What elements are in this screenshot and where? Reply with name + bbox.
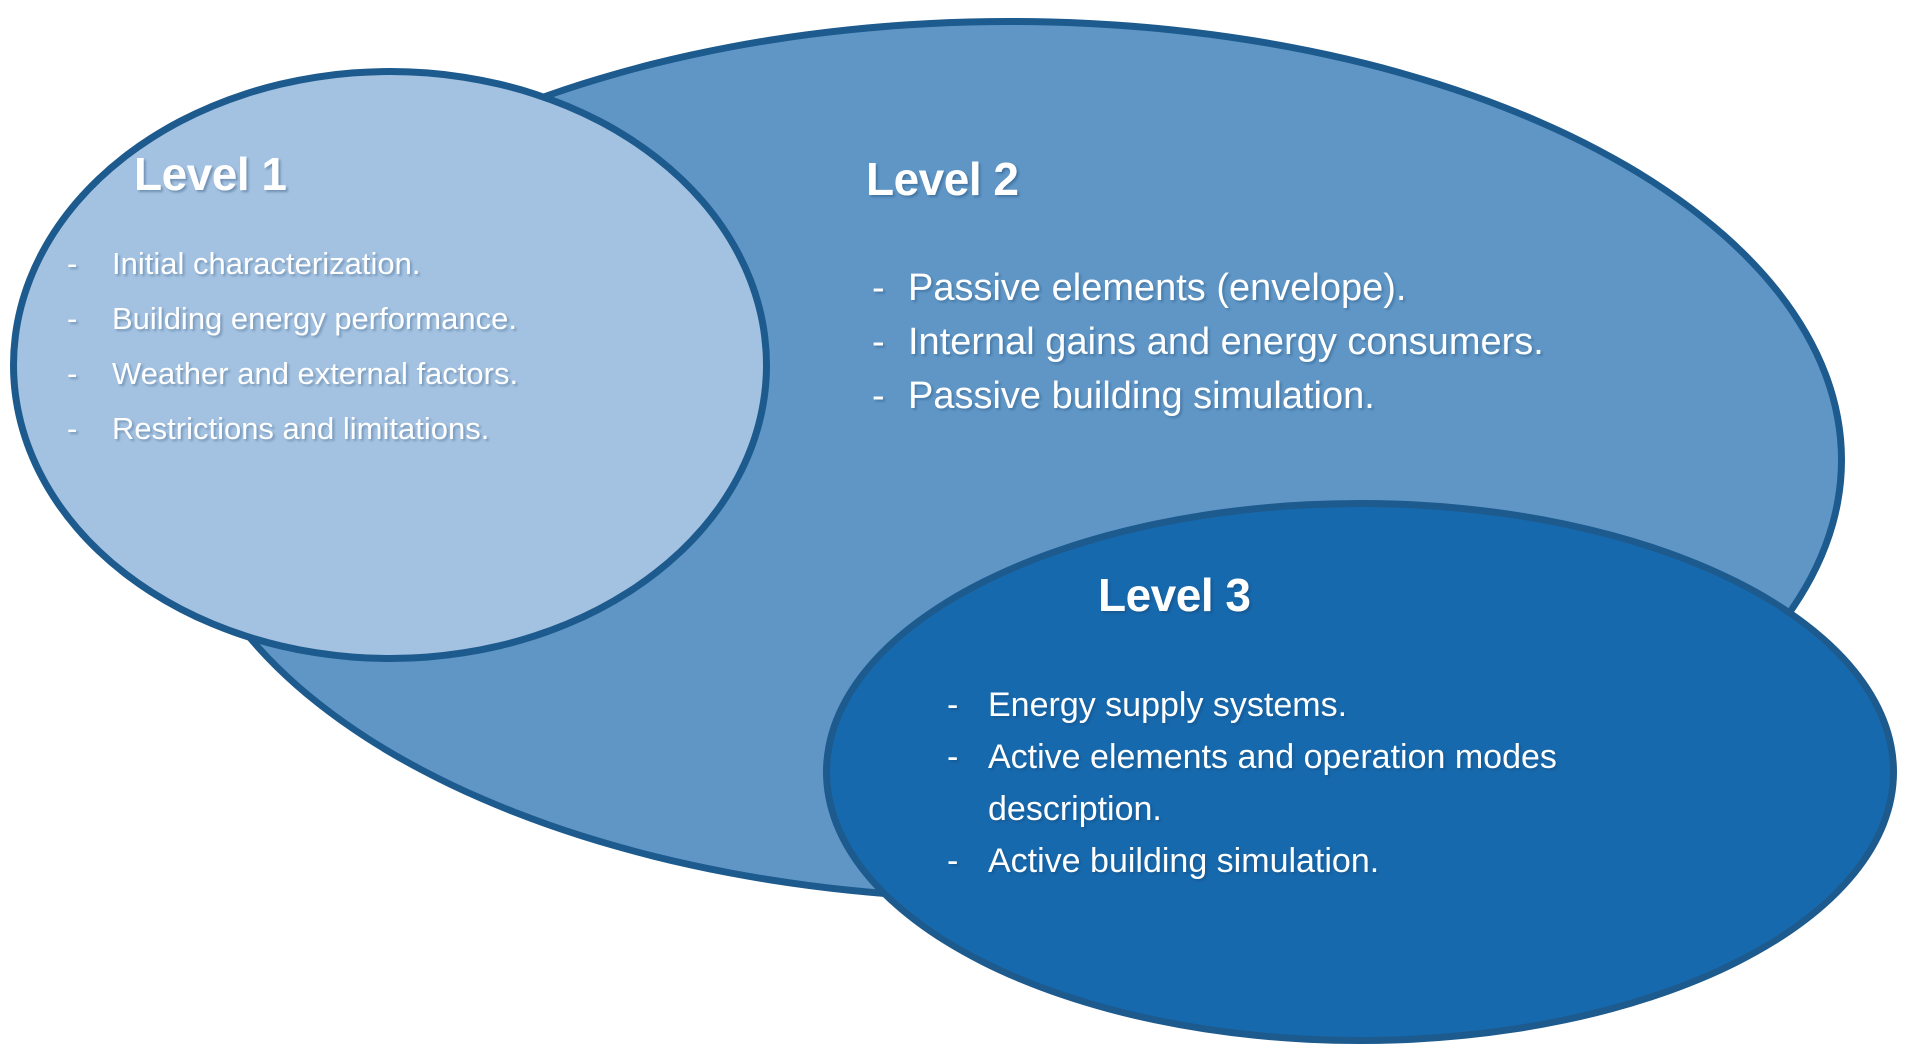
list-item: - Weather and external factors. xyxy=(67,346,518,401)
list-item: - Energy supply systems. xyxy=(947,679,1628,731)
dash-bullet: - xyxy=(67,301,78,336)
list-item-text: Passive elements (envelope). xyxy=(908,267,1407,309)
list-item-text: Active building simulation. xyxy=(988,842,1380,880)
dash-bullet: - xyxy=(67,411,78,446)
list-item: - Building energy performance. xyxy=(67,291,518,346)
list-item-text: Energy supply systems. xyxy=(988,686,1348,724)
level-3-item-list: - Energy supply systems. - Active elemen… xyxy=(947,679,1628,887)
dash-bullet: - xyxy=(947,686,959,724)
level-2-item-list: - Passive elements (envelope). - Interna… xyxy=(872,261,1544,423)
level-3-title: Level 3 xyxy=(1098,569,1251,621)
level-1-item-list: - Initial characterization. - Building e… xyxy=(67,236,518,456)
level-3-ellipse xyxy=(823,500,1897,1044)
dash-bullet: - xyxy=(947,738,959,776)
list-item-text: Restrictions and limitations. xyxy=(112,411,490,446)
list-item: - Initial characterization. xyxy=(67,236,518,291)
list-item: - Active building simulation. xyxy=(947,835,1628,887)
dash-bullet: - xyxy=(872,321,885,363)
list-item-text: Internal gains and energy consumers. xyxy=(908,321,1544,363)
list-item-text: Active elements and operation modes desc… xyxy=(988,738,1557,828)
level-2-title: Level 2 xyxy=(866,153,1019,205)
list-item: - Restrictions and limitations. xyxy=(67,401,518,456)
list-item-text: Building energy performance. xyxy=(112,301,517,336)
list-item-text: Weather and external factors. xyxy=(112,356,519,391)
level-1-title: Level 1 xyxy=(134,148,287,200)
dash-bullet: - xyxy=(67,246,78,281)
list-item: - Active elements and operation modes de… xyxy=(947,731,1628,835)
list-item: - Passive elements (envelope). xyxy=(872,261,1544,315)
dash-bullet: - xyxy=(67,356,78,391)
list-item-text: Initial characterization. xyxy=(112,246,421,281)
list-item-text: Passive building simulation. xyxy=(908,375,1375,417)
level-1-ellipse xyxy=(10,68,770,662)
dash-bullet: - xyxy=(872,375,885,417)
dash-bullet: - xyxy=(872,267,885,309)
list-item: - Passive building simulation. xyxy=(872,369,1544,423)
dash-bullet: - xyxy=(947,842,959,880)
list-item: - Internal gains and energy consumers. xyxy=(872,315,1544,369)
